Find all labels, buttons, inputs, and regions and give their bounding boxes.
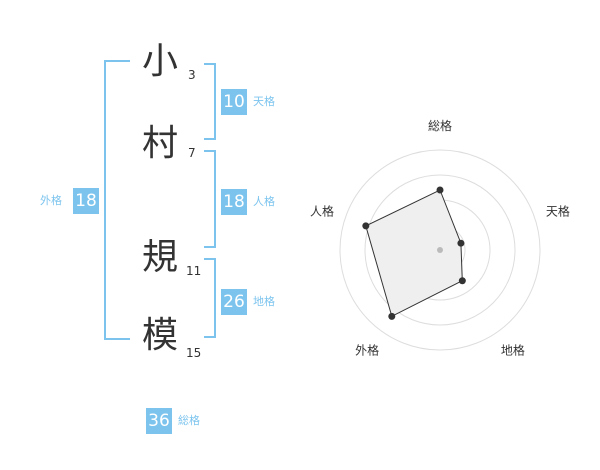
- radar-polygon: [365, 189, 463, 318]
- chikaku-bracket: [204, 258, 216, 338]
- radar-point: [436, 186, 444, 194]
- jinkaku-bracket: [204, 150, 216, 248]
- soukaku-label: 総格: [178, 414, 200, 427]
- radar-axis-label: 天格: [546, 204, 570, 219]
- radar-point: [362, 222, 370, 230]
- stroke-count-1: 3: [188, 68, 196, 82]
- stroke-count-3: 11: [186, 264, 202, 278]
- name-char-4: 模: [141, 315, 178, 356]
- gaikaku-bracket: [104, 60, 130, 340]
- radar-axis-label: 総格: [428, 118, 452, 133]
- name-char-2: 村: [141, 123, 178, 164]
- gaikaku-label: 外格: [40, 194, 62, 207]
- name-char-3: 規: [141, 237, 178, 278]
- radar-center-dot: [437, 247, 443, 253]
- radar-axis-label: 外格: [355, 342, 379, 357]
- radar-point: [388, 312, 396, 320]
- tenkaku-badge: 10: [221, 89, 247, 115]
- radar-point: [457, 239, 465, 247]
- radar-point: [458, 277, 466, 285]
- jinkaku-badge: 18: [221, 189, 247, 215]
- stroke-count-4: 15: [186, 346, 202, 360]
- tenkaku-label: 天格: [253, 95, 275, 108]
- stroke-count-2: 7: [188, 146, 196, 160]
- chikaku-badge: 26: [221, 289, 247, 315]
- gaikaku-badge: 18: [73, 188, 99, 214]
- name-char-1: 小: [141, 41, 178, 82]
- radar-axis-label: 地格: [501, 342, 525, 357]
- jinkaku-label: 人格: [253, 195, 275, 208]
- soukaku-badge: 36: [146, 408, 172, 434]
- radar-axis-label: 人格: [310, 204, 334, 219]
- chikaku-label: 地格: [253, 295, 275, 308]
- tenkaku-bracket: [204, 63, 216, 140]
